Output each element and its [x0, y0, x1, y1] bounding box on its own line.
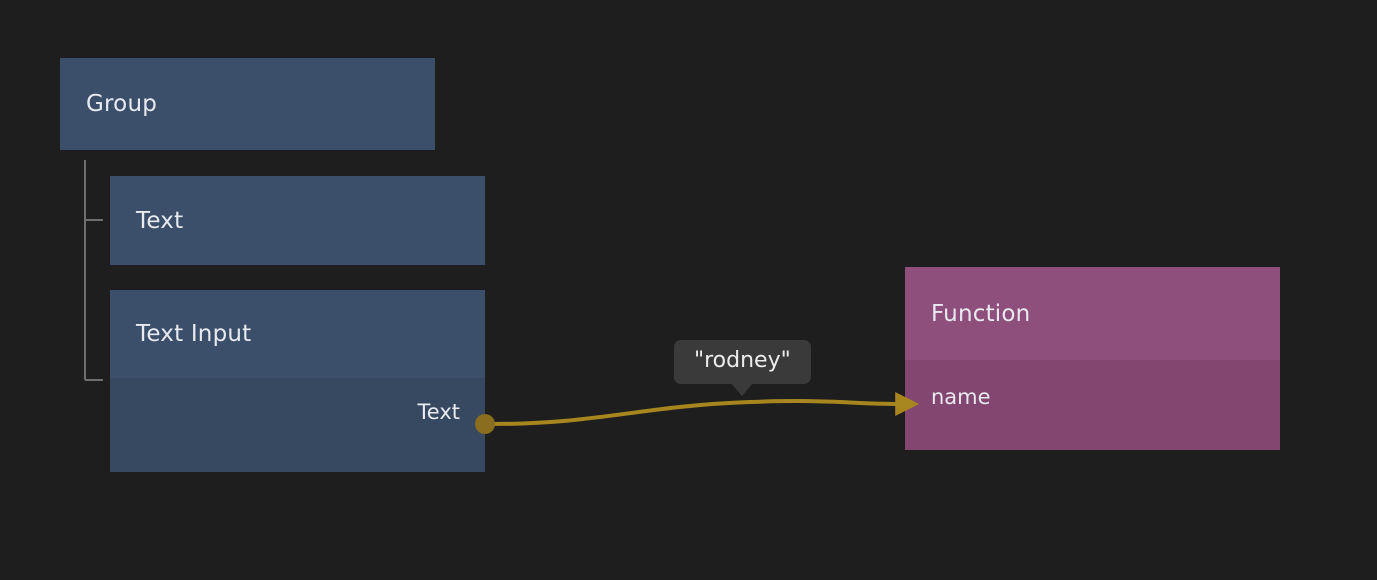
node-function-body: name: [905, 360, 1280, 450]
node-group-title: Group: [86, 91, 158, 117]
node-text-header[interactable]: Text: [110, 176, 485, 265]
node-text[interactable]: Text: [110, 176, 485, 265]
node-text-input-header[interactable]: Text Input: [110, 290, 485, 378]
output-port-row-text[interactable]: Text: [110, 397, 485, 427]
node-group[interactable]: Group: [60, 58, 435, 150]
wire-value-text: "rodney": [694, 348, 791, 373]
node-function-header[interactable]: Function: [905, 267, 1280, 360]
node-text-input[interactable]: Text Input Text: [110, 290, 485, 472]
node-function-title: Function: [931, 300, 1031, 327]
node-text-input-body: Text: [110, 378, 485, 472]
node-function[interactable]: Function name: [905, 267, 1280, 450]
input-port-label-name: name: [931, 385, 991, 409]
tooltip-tail-icon: [731, 383, 754, 397]
node-group-header[interactable]: Group: [60, 58, 435, 150]
node-text-title: Text: [136, 207, 184, 234]
wire-value-tooltip: "rodney": [674, 340, 811, 397]
connection-wire[interactable]: [489, 391, 920, 426]
output-port-label-text: Text: [417, 400, 460, 424]
input-port-row-name[interactable]: name: [905, 382, 1280, 412]
node-text-input-title: Text Input: [136, 321, 252, 347]
